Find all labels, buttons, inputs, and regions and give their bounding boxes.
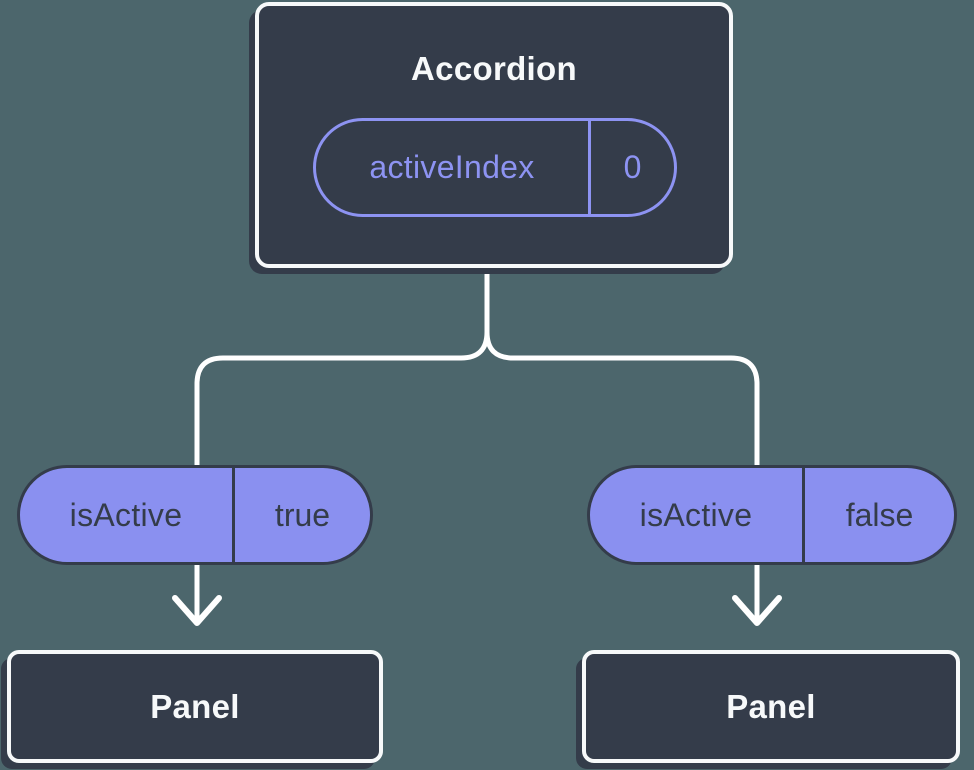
arrow-down-icon (172, 595, 222, 626)
activeindex-prop-pill: activeIndex 0 (313, 118, 677, 217)
accordion-node-title: Accordion (411, 50, 577, 87)
panel-node-left: Panel (7, 650, 383, 763)
panel-node-left-title: Panel (150, 687, 240, 725)
connector-right-branch (484, 329, 760, 621)
prop-value-activeindex: 0 (623, 149, 642, 185)
prop-value-isactive-left: true (274, 496, 331, 533)
prop-value-isactive-right: false (845, 496, 914, 533)
panel-node-right-title: Panel (726, 687, 816, 725)
accordion-node: Accordion activeIndex 0 (255, 2, 733, 268)
arrow-down-icon (732, 595, 782, 626)
prop-name-activeindex: activeIndex (316, 121, 591, 214)
connector-left-branch (194, 259, 490, 621)
prop-name-isactive-right: isActive (590, 468, 805, 562)
panel-node-right: Panel (582, 650, 960, 763)
isactive-prop-pill-left: isActive true (17, 465, 373, 565)
prop-name-isactive-left: isActive (20, 468, 235, 562)
isactive-prop-pill-right: isActive false (587, 465, 957, 565)
